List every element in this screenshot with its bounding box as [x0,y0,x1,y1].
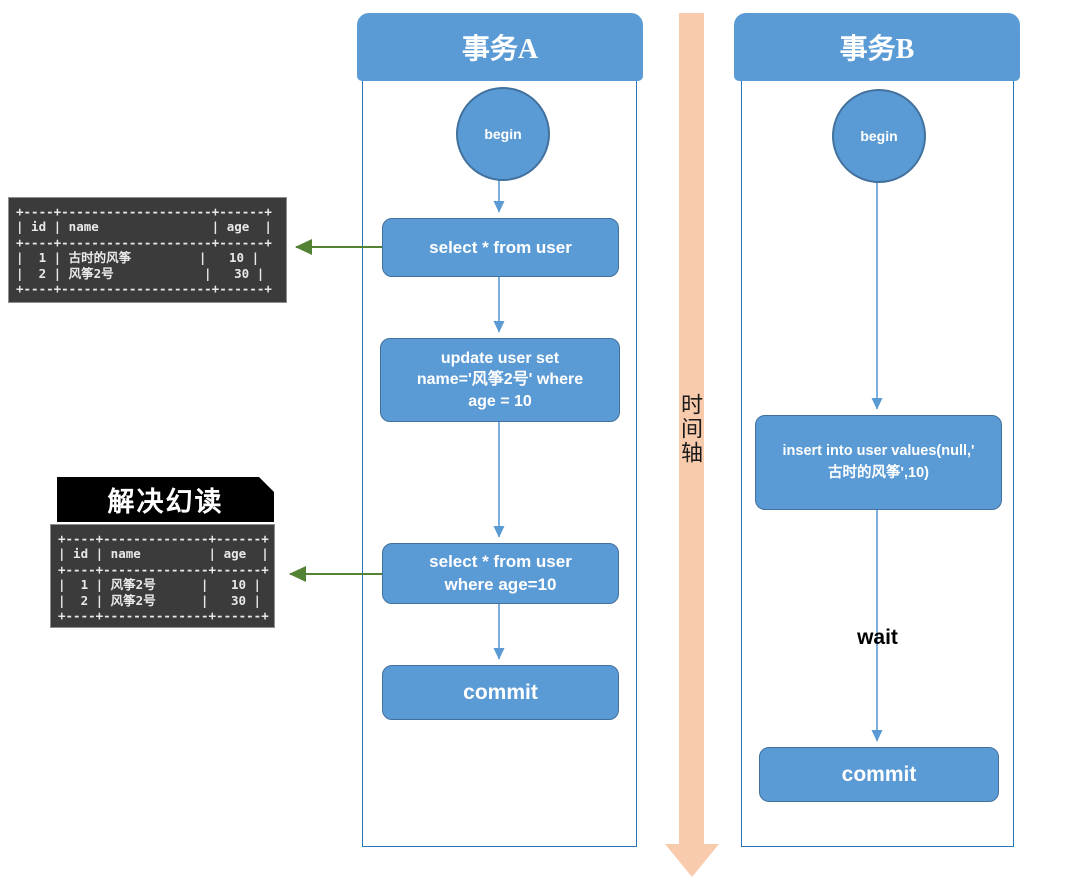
table2-line: +----+--------------+------+ [58,608,269,624]
query-result-table-2: +----+--------------+------+ | id | name… [50,524,275,628]
transaction-a-begin-node: begin [456,87,550,181]
timeline-arrowhead-icon [665,844,719,877]
timeline-bar [679,13,704,845]
commit-a-text: commit [463,680,538,704]
table1-line: +----+--------------------+------+ [16,204,272,219]
select2-text-line2: where age=10 [444,574,557,594]
solve-phantom-read-callout: 解决幻读 [57,477,274,522]
table1-line: +----+--------------------+------+ [16,281,272,297]
insert-text-line1: insert into user values(null,' [782,443,975,460]
query-result-table-1: +----+--------------------+------+ | id … [8,197,287,303]
update-text-line2: name='风筝2号' where [416,371,584,389]
transaction-a-update-node: update user set name='风筝2号' where age = … [380,338,620,422]
update-text-line1: update user set [440,349,560,367]
callout-text: 解决幻读 [107,487,224,517]
transaction-b-commit-node: commit [759,747,999,802]
table2-line: | id | name | age | [58,546,269,562]
transaction-a-select1-node: select * from user [382,218,619,277]
timeline-label: 时间轴 [678,393,703,465]
table2-line: | 1 | 风筝2号 | 10 | [58,577,262,593]
transaction-b-insert-node: insert into user values(null,' 古时的风筝',10… [755,415,1002,510]
table2-line: +----+--------------+------+ [58,561,269,577]
table1-line: | 2 | 风筝2号 | 30 | [16,265,265,281]
transaction-b-begin-node: begin [832,89,926,183]
update-text-line3: age = 10 [468,392,532,410]
commit-b-text: commit [841,762,917,786]
table1-line: | 1 | 古时的风筝 | 10 | [16,250,260,266]
transaction-a-header: 事务A [357,13,643,81]
insert-text-line2: 古时的风筝',10) [828,464,929,481]
wait-label: wait [857,626,898,649]
transaction-a-select2-node: select * from user where age=10 [382,543,619,604]
transaction-b-header: 事务B [734,13,1020,81]
select2-text-line1: select * from user [429,551,572,571]
transaction-a-commit-node: commit [382,665,619,720]
table2-line: | 2 | 风筝2号 | 30 | [58,592,262,608]
table2-line: +----+--------------+------+ [58,531,269,546]
table1-line: +----+--------------------+------+ [16,234,272,250]
table1-line: | id | name | age | [16,219,272,235]
select1-text: select * from user [429,237,572,257]
